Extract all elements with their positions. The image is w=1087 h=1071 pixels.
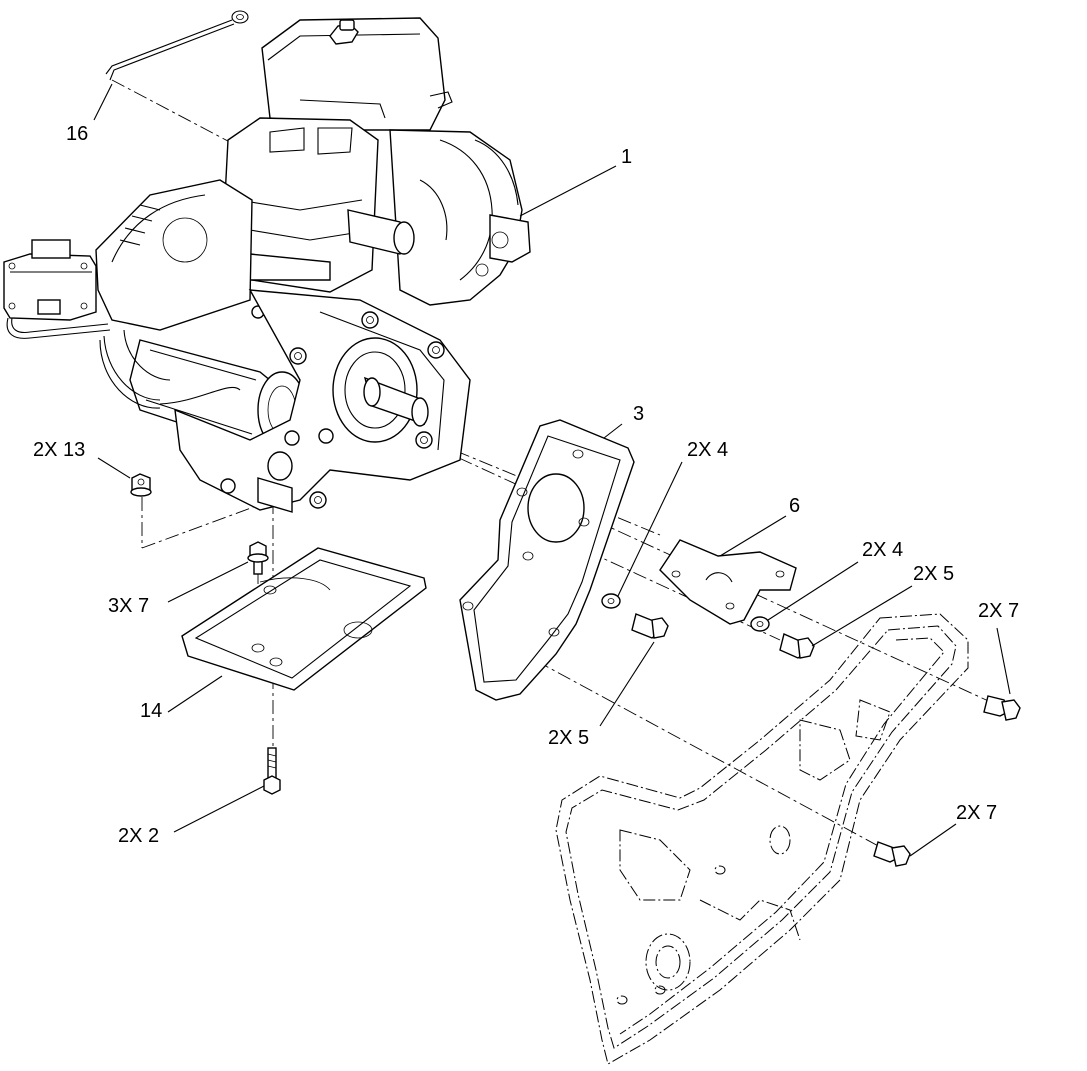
bolt-left bbox=[631, 613, 669, 639]
dipstick-wire bbox=[105, 10, 249, 81]
callout-2x-5-left: 2X 5 bbox=[548, 727, 589, 749]
callout-16: 16 bbox=[66, 123, 88, 145]
auger-housing-frame-phantom bbox=[555, 613, 969, 1065]
callout-14: 14 bbox=[140, 700, 162, 722]
callout-3x-7: 3X 7 bbox=[108, 595, 149, 617]
callout-2x-4-lower: 2X 4 bbox=[862, 539, 903, 561]
callout-labels: 16 1 3 2X 4 6 2X 4 2X 5 2X 7 2X 13 3X 7 … bbox=[33, 123, 1019, 847]
callout-2x-2: 2X 2 bbox=[118, 825, 159, 847]
frame-bolt-upper bbox=[983, 695, 1021, 721]
callout-2x-7-upper: 2X 7 bbox=[978, 600, 1019, 622]
callout-2x-4-upper: 2X 4 bbox=[687, 439, 728, 461]
mount-bolt-vertical bbox=[247, 541, 269, 575]
mounting-bracket bbox=[659, 539, 797, 625]
engine-assembly bbox=[3, 17, 531, 513]
callout-3: 3 bbox=[633, 403, 644, 425]
engine-mount-plate bbox=[459, 419, 635, 701]
engine-base-plate bbox=[181, 547, 427, 691]
frame-bolt-lower bbox=[873, 841, 911, 867]
leader-lines bbox=[93, 83, 1011, 857]
bolt-right bbox=[779, 633, 815, 659]
washer-left bbox=[601, 593, 621, 609]
callout-2x-7-lower: 2X 7 bbox=[956, 802, 997, 824]
washer-right bbox=[750, 616, 770, 632]
callout-1: 1 bbox=[621, 146, 632, 168]
callout-2x-5-right: 2X 5 bbox=[913, 563, 954, 585]
flange-nut bbox=[130, 473, 152, 497]
callout-6: 6 bbox=[789, 495, 800, 517]
long-bolt bbox=[263, 747, 281, 795]
callout-2x-13: 2X 13 bbox=[33, 439, 85, 461]
